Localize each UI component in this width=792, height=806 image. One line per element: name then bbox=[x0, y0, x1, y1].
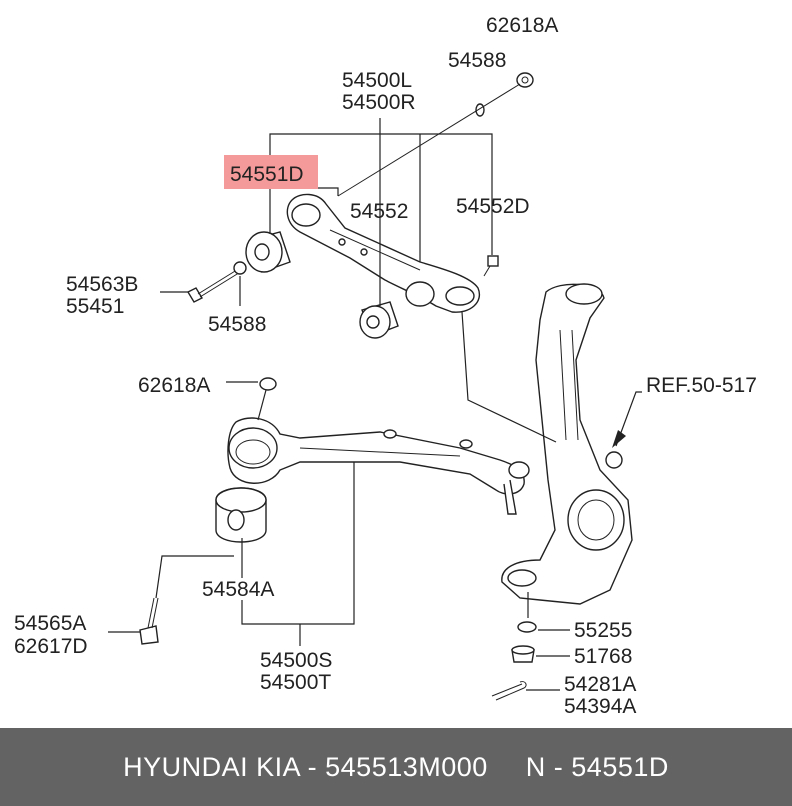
label-54552: 54552 bbox=[350, 200, 408, 223]
washer-54588-mid bbox=[233, 261, 247, 275]
upper-control-arm bbox=[286, 193, 481, 313]
parts-diagram: 62618A 54588 54500L 54500R 54551D 54552 … bbox=[14, 14, 757, 718]
label-62618A-top: 62618A bbox=[486, 14, 558, 37]
label-REF: REF.50-517 bbox=[646, 374, 757, 397]
bolt-54565A bbox=[139, 597, 159, 645]
bushing-54584A bbox=[215, 487, 267, 543]
label-54500T: 54500T bbox=[260, 671, 331, 694]
bolt-54563B bbox=[187, 267, 243, 303]
bushing-54551D bbox=[245, 231, 291, 273]
nut-62618A-mid bbox=[259, 377, 277, 391]
steering-knuckle bbox=[501, 283, 633, 605]
label-51768: 51768 bbox=[574, 645, 632, 668]
nut-62618A-top bbox=[516, 72, 534, 88]
label-54394A: 54394A bbox=[564, 695, 636, 718]
label-54500L: 54500L bbox=[342, 69, 412, 92]
footer-bar: HYUNDAI KIA - 545513M000 N - 54551D bbox=[0, 728, 792, 806]
label-54552D: 54552D bbox=[456, 195, 530, 218]
lower-control-arm bbox=[227, 417, 530, 515]
label-62618A-mid: 62618A bbox=[138, 374, 210, 397]
label-54281A: 54281A bbox=[564, 673, 636, 696]
label-62617D: 62617D bbox=[14, 635, 88, 658]
cotter-pin-54281A bbox=[491, 681, 527, 701]
washer-55255 bbox=[517, 621, 537, 633]
footer-reference: N - 54551D bbox=[525, 751, 669, 782]
footer-brand-part-number: HYUNDAI KIA - 545513M000 bbox=[123, 751, 488, 782]
label-55451: 55451 bbox=[66, 295, 124, 318]
label-54588-mid: 54588 bbox=[208, 313, 266, 336]
bushing-54552 bbox=[359, 301, 399, 339]
label-55255: 55255 bbox=[574, 619, 632, 642]
label-54500R: 54500R bbox=[342, 91, 416, 114]
nut-51768 bbox=[511, 645, 535, 663]
label-54565A: 54565A bbox=[14, 612, 86, 635]
label-54500S: 54500S bbox=[260, 649, 332, 672]
leader-lines bbox=[108, 118, 642, 691]
part-labels: 62618A 54588 54500L 54500R 54551D 54552 … bbox=[14, 14, 757, 718]
label-54588-top: 54588 bbox=[448, 49, 506, 72]
part-highlight bbox=[224, 155, 318, 189]
label-54584A: 54584A bbox=[202, 578, 274, 601]
bolt-54552D bbox=[483, 255, 499, 277]
label-54551D: 54551D bbox=[230, 163, 304, 186]
label-54563B: 54563B bbox=[66, 273, 138, 296]
